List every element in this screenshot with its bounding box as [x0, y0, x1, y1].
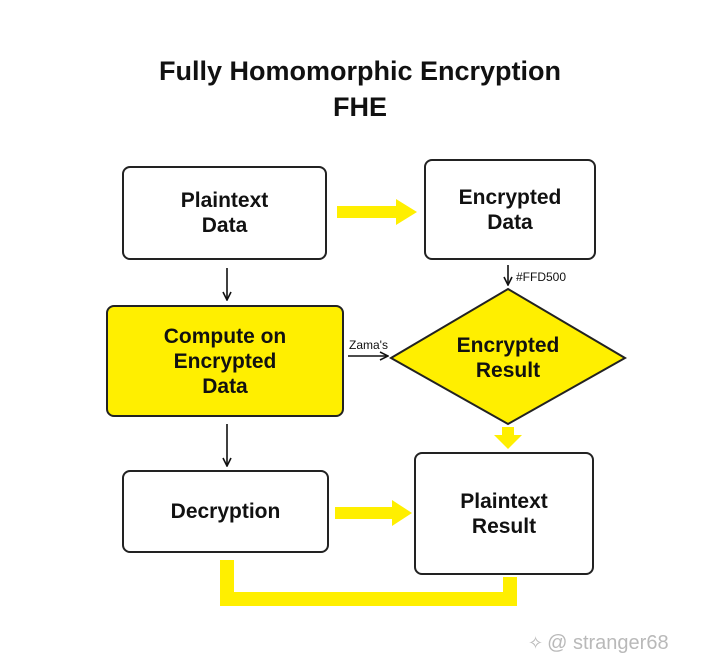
plaintext-result-box [414, 452, 594, 575]
yellow-return-path [220, 560, 517, 606]
plaintext-data-box [122, 166, 327, 260]
watermark-logo-icon: ✧ [528, 633, 544, 653]
zama-annotation: Zama's [349, 338, 388, 352]
encrypted-data-label: Encrypted Data [458, 185, 562, 234]
plaintext-result-label: Plaintext Result [460, 489, 548, 538]
yellow-arrow-bottom [335, 500, 412, 526]
encrypted-result-diamond [388, 287, 628, 426]
decryption-box [122, 470, 329, 553]
watermark-text: @ stranger68 [547, 632, 669, 654]
encrypted-data-box [424, 159, 596, 260]
diagram-subtitle: FHE [333, 92, 387, 122]
decryption-label: Decryption [170, 500, 281, 523]
yellow-arrow-down [494, 427, 522, 449]
compute-box [106, 305, 344, 417]
compute-label: Compute on Encrypted Data [163, 324, 287, 398]
watermark: ✧@ stranger68 [528, 632, 669, 655]
diagram-title: Fully Homomorphic Encryption [158, 56, 562, 86]
yellow-arrow-top [337, 199, 417, 225]
plaintext-data-label: Plaintext Data [180, 189, 269, 237]
encrypted-result-label: Encrypted Result [456, 334, 560, 382]
color-code-annotation: #FFD500 [516, 270, 567, 284]
